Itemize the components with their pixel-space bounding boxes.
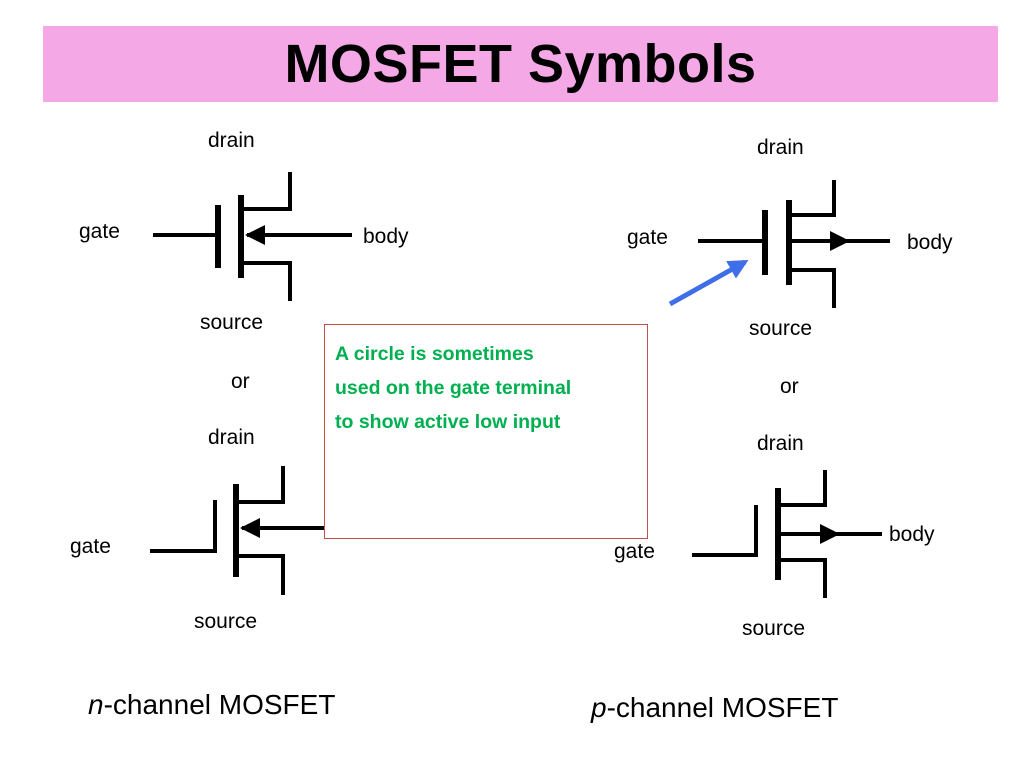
label-drain-p-top: drain — [757, 136, 804, 159]
nmos-symbol-top — [153, 172, 352, 301]
pmos-symbol-bottom — [692, 470, 882, 598]
caption-n-italic: n — [88, 689, 104, 720]
label-source-n-bottom: source — [194, 610, 258, 633]
label-body-p-top: body — [907, 231, 953, 254]
label-source-n-top: source — [200, 311, 264, 334]
caption-p-channel: p-channel MOSFET — [591, 694, 838, 722]
label-or-left: or — [231, 370, 250, 393]
note-box: A circle is sometimes used on the gate t… — [324, 324, 648, 539]
label-gate-p-top: gate — [627, 226, 668, 249]
nmos-symbol-bottom — [150, 466, 346, 595]
note-text: A circle is sometimes used on the gate t… — [335, 343, 572, 433]
label-drain-n-top: drain — [208, 129, 255, 152]
caption-p-rest: -channel MOSFET — [606, 692, 839, 723]
label-source-p-top: source — [749, 317, 813, 340]
title-bar: MOSFET Symbols — [43, 26, 998, 102]
label-gate-n-top: gate — [79, 220, 120, 243]
label-source-p-bottom: source — [742, 617, 806, 640]
caption-n-channel: n-channel MOSFET — [88, 691, 335, 719]
pmos-symbol-top — [698, 180, 890, 308]
label-gate-n-bottom: gate — [70, 535, 111, 558]
label-drain-p-bottom: drain — [757, 432, 804, 455]
pointer-arrow — [668, 259, 749, 307]
label-drain-n-bottom: drain — [208, 426, 255, 449]
label-gate-p-bottom: gate — [614, 540, 655, 563]
label-body-n-top: body — [363, 225, 409, 248]
caption-n-rest: -channel MOSFET — [103, 689, 336, 720]
label-body-p-bottom: body — [889, 523, 935, 546]
slide-title: MOSFET Symbols — [284, 34, 757, 94]
label-or-right: or — [780, 375, 799, 398]
caption-p-italic: p — [591, 692, 607, 723]
